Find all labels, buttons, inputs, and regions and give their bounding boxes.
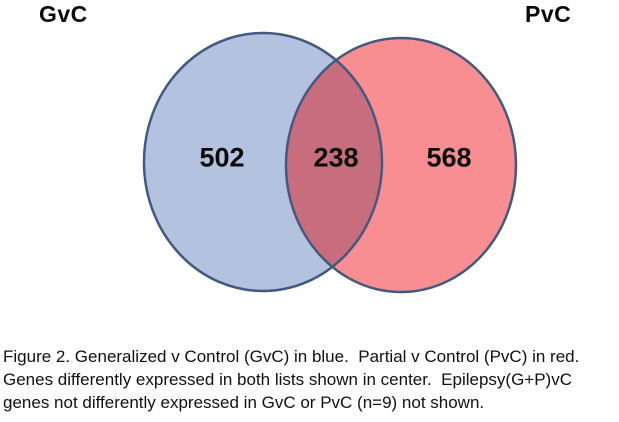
right-circle-outline <box>284 36 518 294</box>
overlap-count: 238 <box>313 142 359 173</box>
figure-caption: Figure 2. Generalized v Control (GvC) in… <box>3 345 619 414</box>
right-set-label: PvC <box>525 1 572 27</box>
caption-line-2: Genes differently expressed in both list… <box>3 370 572 389</box>
caption-line-3: genes not differently expressed in GvC o… <box>3 393 485 412</box>
right-set-count: 568 <box>426 142 472 173</box>
caption-line-1: Figure 2. Generalized v Control (GvC) in… <box>3 347 580 366</box>
left-circle-outline <box>142 31 384 293</box>
left-set-count: 502 <box>199 142 245 173</box>
overlap-region <box>286 38 382 291</box>
venn-diagram <box>142 31 518 294</box>
left-set-label: GvC <box>39 1 88 27</box>
